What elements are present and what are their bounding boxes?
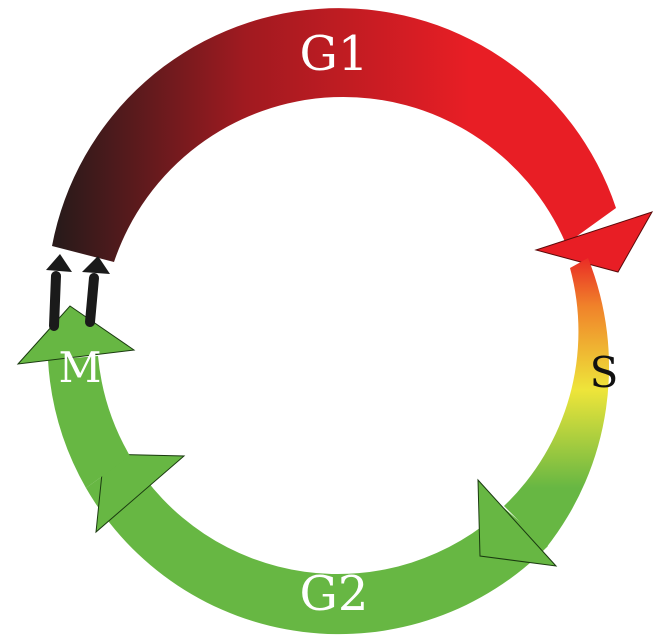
s-label: S [590, 348, 619, 397]
mitosis-split-arrows [46, 254, 110, 331]
m-arc [48, 356, 130, 488]
g1-label: G1 [300, 26, 369, 82]
g2-arc [86, 456, 548, 635]
g1-arc [52, 8, 616, 263]
split-arrow-right [85, 273, 99, 327]
g1-arrowhead [534, 211, 654, 273]
split-arrowhead-right [82, 256, 110, 274]
g2-arrowhead-right [477, 478, 558, 567]
m-arrowhead [16, 305, 136, 365]
split-arrowhead-left [46, 254, 72, 272]
s-arc [504, 258, 610, 548]
m-label: M [58, 343, 101, 392]
g2-arrowhead-left [95, 453, 186, 534]
split-arrow-left [49, 271, 61, 331]
g2-label: G2 [300, 566, 369, 622]
